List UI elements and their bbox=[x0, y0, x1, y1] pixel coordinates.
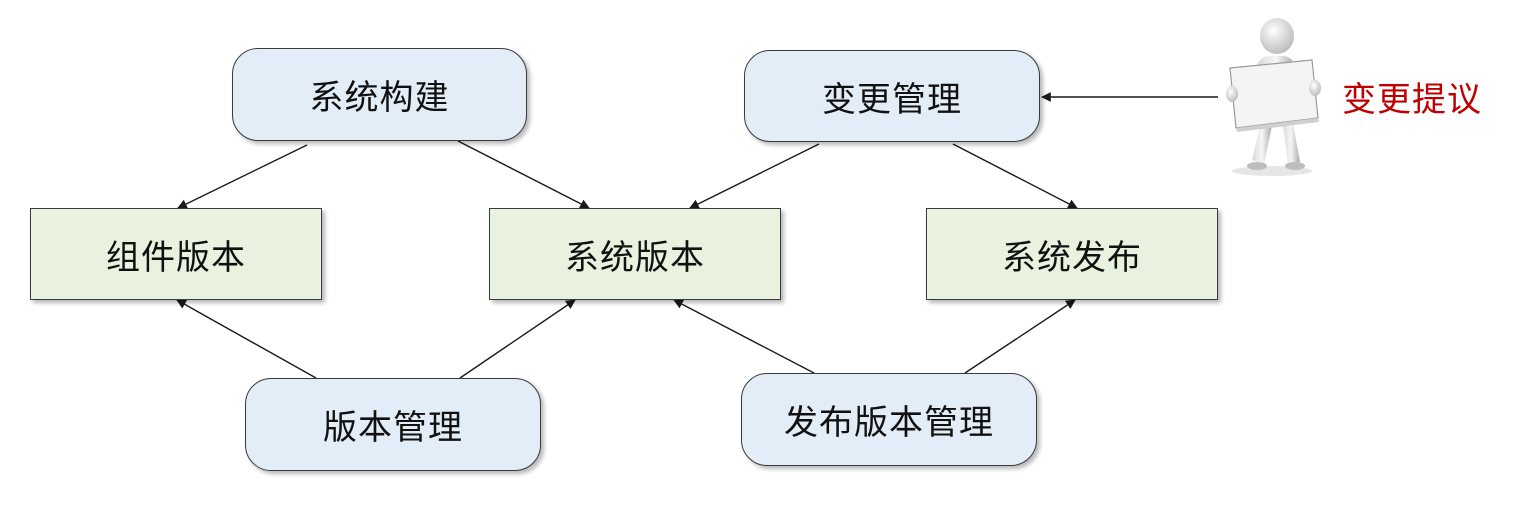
node-release-version-management[interactable]: 发布版本管理 bbox=[741, 373, 1037, 466]
edge-change-to-system-release bbox=[952, 143, 1078, 209]
edge-build-to-system-version bbox=[457, 140, 590, 209]
node-label: 系统版本 bbox=[565, 237, 705, 278]
edge-version-mgmt-to-system-version bbox=[459, 299, 576, 379]
node-change-management[interactable]: 变更管理 bbox=[744, 50, 1040, 142]
node-version-management[interactable]: 版本管理 bbox=[245, 378, 541, 471]
node-label: 系统发布 bbox=[1002, 237, 1142, 278]
node-system-release[interactable]: 系统发布 bbox=[926, 208, 1218, 300]
person-holding-sign-icon bbox=[1226, 18, 1321, 176]
change-proposal-label: 变更提议 bbox=[1342, 79, 1482, 120]
node-label: 版本管理 bbox=[323, 408, 463, 448]
node-system-build[interactable]: 系统构建 bbox=[232, 48, 527, 141]
node-label: 发布版本管理 bbox=[784, 403, 994, 443]
edge-build-to-component-version bbox=[177, 144, 308, 209]
edge-version-mgmt-to-component-version bbox=[176, 299, 317, 379]
node-label: 变更管理 bbox=[822, 79, 962, 120]
edge-release-mgmt-to-system-version bbox=[673, 299, 815, 374]
node-label: 系统构建 bbox=[309, 78, 450, 118]
edge-change-to-system-version bbox=[689, 143, 820, 209]
node-label: 组件版本 bbox=[106, 237, 246, 278]
node-component-version[interactable]: 组件版本 bbox=[30, 208, 322, 300]
edge-release-mgmt-to-system-release bbox=[964, 299, 1076, 374]
node-system-version[interactable]: 系统版本 bbox=[489, 208, 781, 300]
